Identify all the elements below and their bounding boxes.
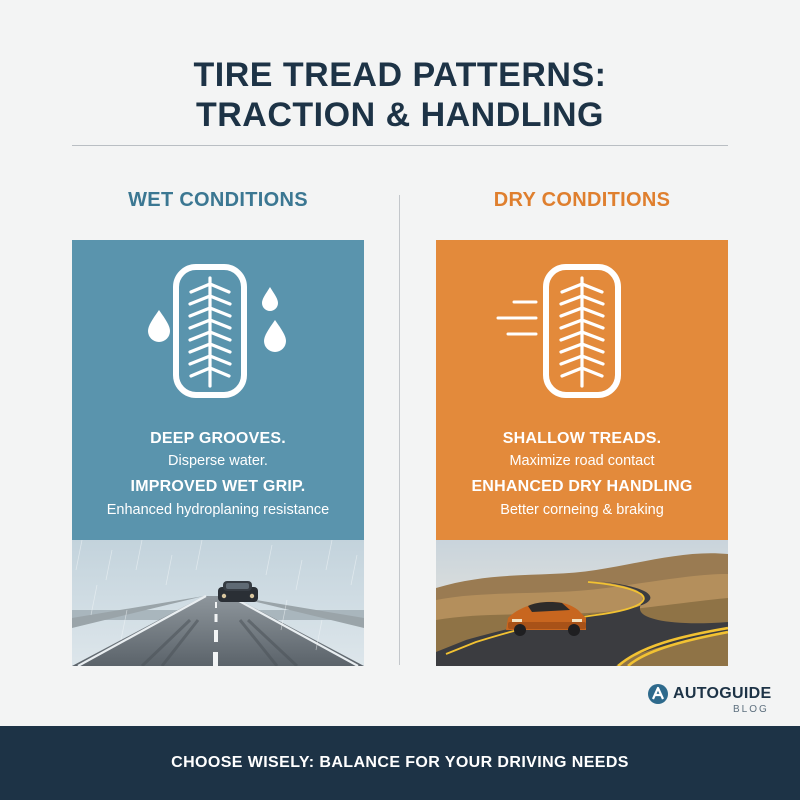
dry-conditions-panel: SHALLOW TREADS. Maximize road contact EN… bbox=[436, 240, 728, 666]
tire-tread-with-water-drops-icon bbox=[148, 264, 286, 398]
footer-text: CHOOSE WISELY: BALANCE FOR YOUR DRIVING … bbox=[171, 754, 629, 771]
wet-conditions-panel: DEEP GROOVES. Disperse water. IMPROVED W… bbox=[72, 240, 364, 666]
logo-subtitle: BLOG bbox=[733, 704, 769, 715]
dry-point-2-title: ENHANCED DRY HANDLING bbox=[471, 478, 693, 495]
a-logo-icon bbox=[648, 684, 668, 704]
dry-conditions-heading: DRY CONDITIONS bbox=[493, 189, 671, 211]
logo-name: AUTOGUIDE bbox=[673, 685, 772, 702]
dry-point-2-text: Better corneing & braking bbox=[500, 502, 664, 518]
wet-point-2-title: IMPROVED WET GRIP. bbox=[130, 478, 306, 495]
rainy-highway-photo bbox=[72, 540, 364, 666]
wet-point-1-text: Disperse water. bbox=[168, 453, 268, 469]
autoguide-logo: AUTOGUIDE BLOG bbox=[647, 683, 787, 719]
tire-tread-with-speed-lines-icon bbox=[496, 264, 621, 398]
title-divider bbox=[72, 145, 728, 146]
page-title: TIRE TREAD PATTERNS: TRACTION & HANDLING bbox=[0, 55, 800, 135]
wet-conditions-heading: WET CONDITIONS bbox=[128, 189, 308, 211]
title-line-2: TRACTION & HANDLING bbox=[195, 96, 605, 134]
wet-point-1-title: DEEP GROOVES. bbox=[150, 430, 286, 447]
column-divider bbox=[399, 195, 400, 665]
sports-car-road-photo bbox=[436, 540, 728, 666]
wet-point-2-text: Enhanced hydroplaning resistance bbox=[106, 502, 330, 518]
dry-point-1-text: Maximize road contact bbox=[509, 453, 655, 469]
footer-banner: CHOOSE WISELY: BALANCE FOR YOUR DRIVING … bbox=[0, 726, 800, 800]
title-line-1: TIRE TREAD PATTERNS: bbox=[193, 56, 607, 94]
dry-point-1-title: SHALLOW TREADS. bbox=[502, 430, 662, 447]
